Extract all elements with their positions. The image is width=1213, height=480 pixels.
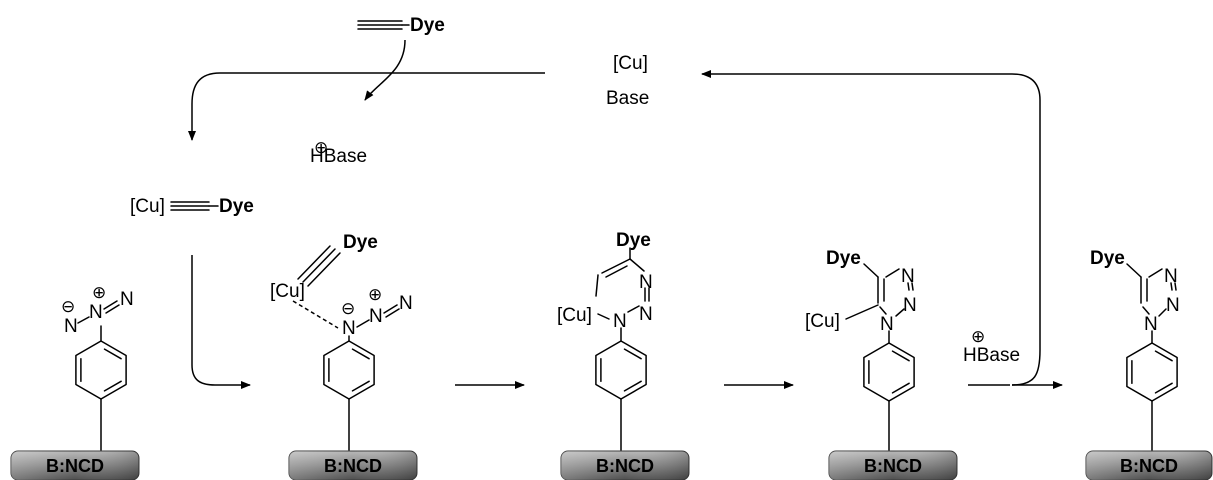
cu-label: [Cu] [557, 305, 592, 326]
copper-acetylide: [Cu] Dye [130, 196, 254, 217]
plus-charge: ⊕ [314, 138, 328, 157]
surface-label: B:NCD [1120, 456, 1178, 476]
nitrogen-label: N [1166, 295, 1180, 316]
surface-label: B:NCD [864, 456, 922, 476]
nitrogen-label: N [639, 304, 653, 325]
alkyne-dye-reagent: Dye [357, 15, 445, 36]
plus-charge: ⊕ [368, 285, 382, 304]
nitrogen-label: N [342, 318, 356, 339]
nitrogen-label: N [901, 266, 915, 287]
cu-metallacycle: N N N Dye [Cu] B:NCD [557, 230, 690, 480]
nitrogen-label: N [120, 289, 134, 310]
cycle-arrow-left [188, 72, 545, 141]
base-label: Base [606, 88, 649, 109]
nitrogen-label: N [613, 311, 627, 332]
hbase-label: HBase [310, 146, 367, 167]
cu-triazolide: N N N Dye [Cu] B:NCD [805, 248, 958, 480]
coordination-arrow [191, 255, 251, 389]
cu-azide-complex: N ⊖ N ⊕ N [Cu] Dye B:NCD [270, 232, 418, 480]
triazole-product: N N N Dye B:NCD [1085, 248, 1213, 480]
minus-charge: ⊖ [61, 297, 75, 316]
nitrogen-label: N [1144, 314, 1158, 335]
dye-label: Dye [1090, 248, 1125, 269]
nitrogen-label: N [639, 272, 653, 293]
nitrogen-label: N [1164, 266, 1178, 287]
cu-label: [Cu] [805, 311, 840, 332]
minus-charge: ⊖ [341, 299, 355, 318]
nitrogen-label: N [399, 293, 413, 314]
cu-label: [Cu] [270, 281, 305, 302]
plus-charge: ⊕ [971, 327, 985, 346]
cycle-return-arrow [701, 70, 1041, 386]
dye-label: Dye [826, 248, 861, 269]
nitrogen-label: N [64, 316, 78, 337]
dye-label: Dye [219, 196, 254, 217]
dye-label: Dye [343, 232, 378, 253]
surface-label: B:NCD [596, 456, 654, 476]
hbase-top: ⊕ HBase [310, 138, 367, 167]
dye-label: Dye [616, 230, 651, 251]
aryl-azide-surface: N ⊖ N ⊕ N B:NCD [10, 283, 140, 480]
hbase-protonation: ⊕ HBase [963, 327, 1020, 366]
hbase-label: HBase [963, 345, 1020, 366]
surface-label: B:NCD [324, 456, 382, 476]
cu-label: [Cu] [130, 196, 165, 217]
surface-label: B:NCD [46, 456, 104, 476]
deprotonation-arrow [364, 39, 406, 101]
nitrogen-label: N [89, 302, 103, 323]
nitrogen-label: N [903, 295, 917, 316]
cu-catalyst-label: [Cu] [613, 53, 648, 74]
nitrogen-label: N [369, 306, 383, 327]
plus-charge: ⊕ [92, 283, 106, 302]
nitrogen-label: N [880, 314, 894, 335]
dye-label: Dye [410, 15, 445, 36]
